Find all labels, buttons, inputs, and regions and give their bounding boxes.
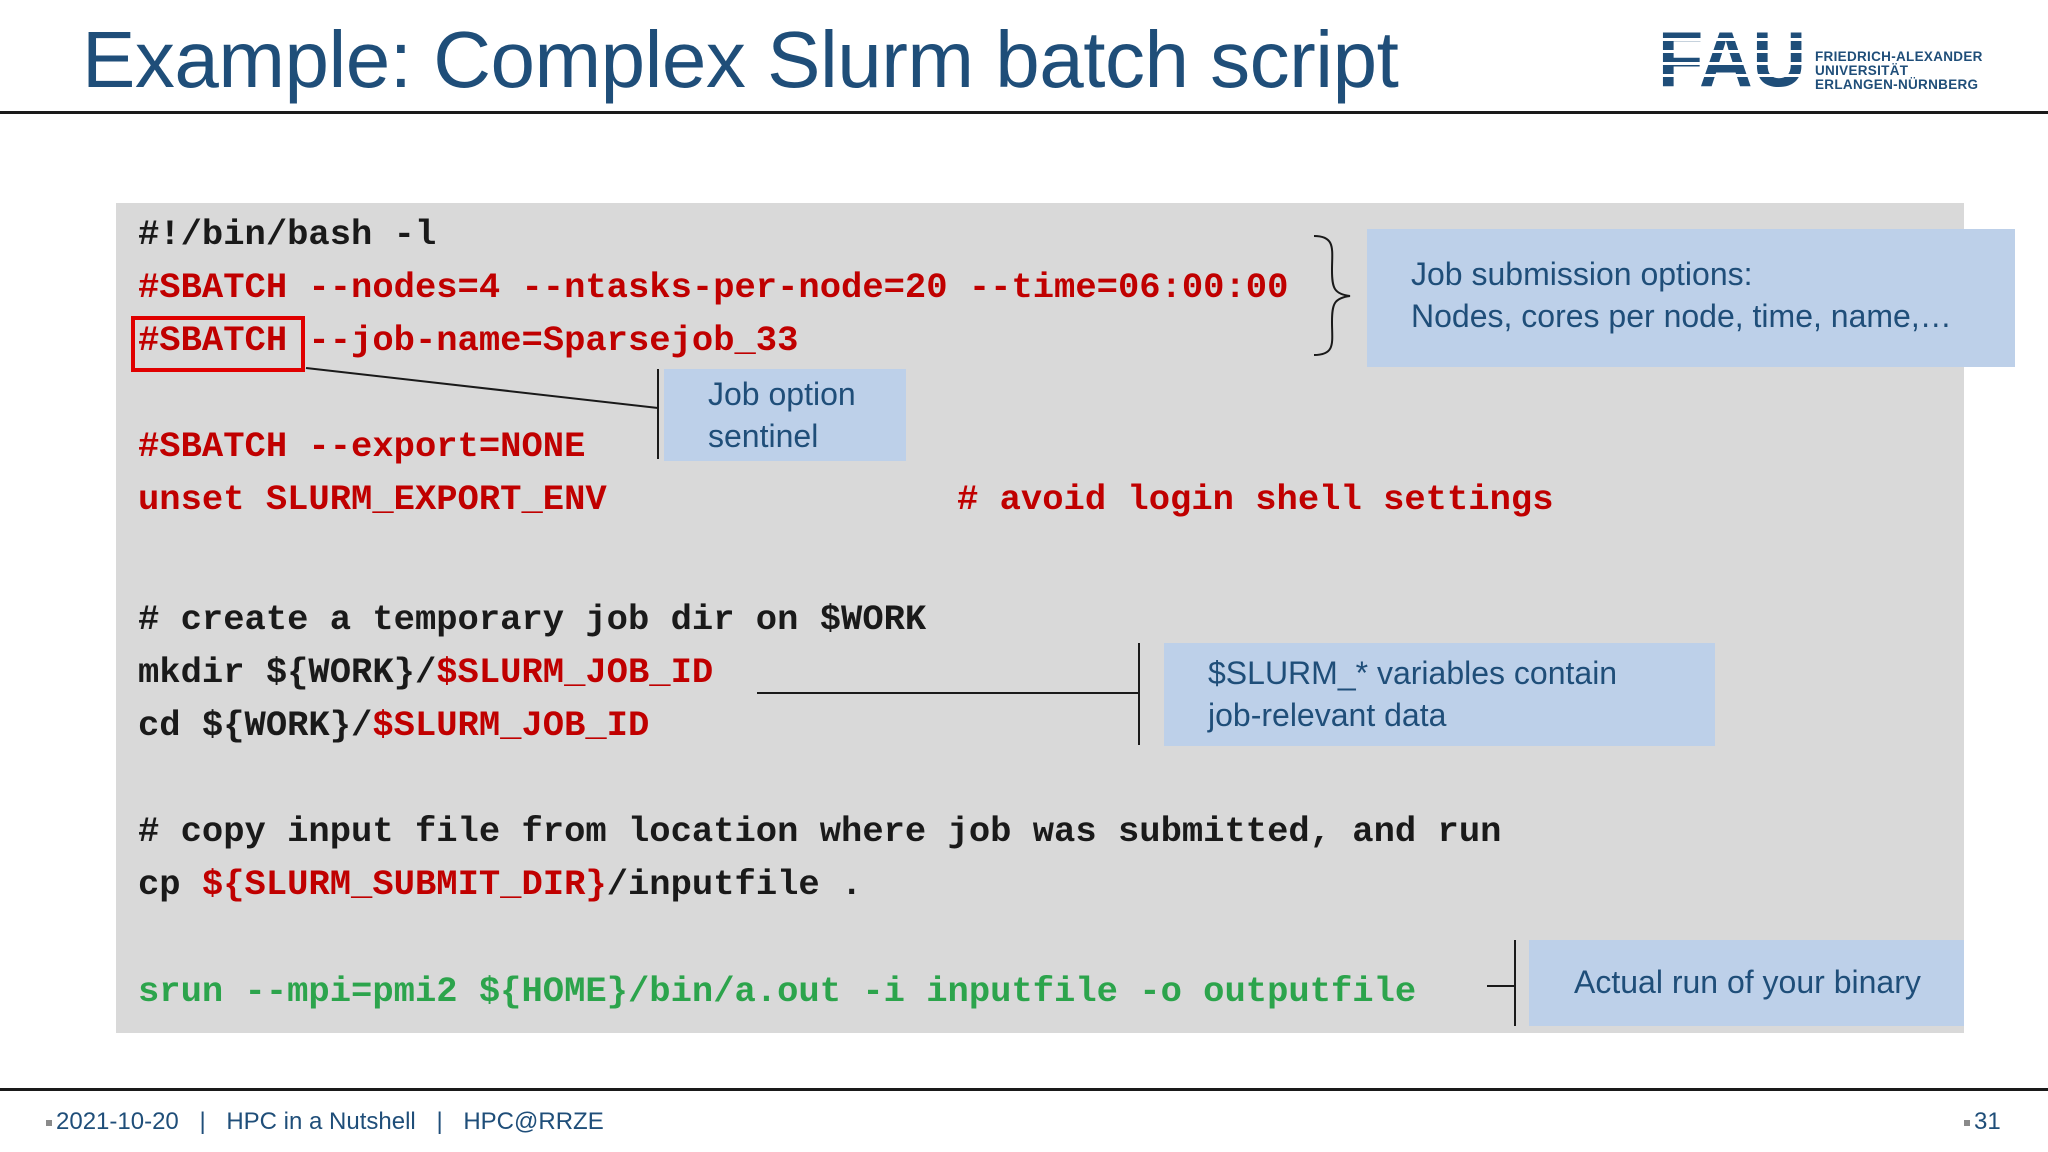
code-line-unset: unset SLURM_EXPORT_ENV [138, 479, 607, 520]
slide-title: Example: Complex Slurm batch script [82, 15, 1399, 104]
callout-submission-line-1: Job submission options: [1411, 256, 1753, 292]
code-line-sbatch-jobname: #SBATCH --job-name=Sparsejob_33 [138, 320, 799, 361]
footer-info: 2021-10-20 | HPC in a Nutshell | HPC@RRZ… [46, 1108, 604, 1136]
cp-command: cp [138, 864, 202, 905]
footer-page: 31 [1964, 1108, 2001, 1136]
footer-divider [0, 1088, 2048, 1091]
footer-org: HPC@RRZE [463, 1108, 604, 1135]
header-divider [0, 111, 2048, 114]
code-line-shebang: #!/bin/bash -l [138, 214, 437, 255]
footer-separator-2: | [436, 1108, 443, 1135]
page-number: 31 [1974, 1108, 2001, 1135]
code-line-cp: cp ${SLURM_SUBMIT_DIR}/inputfile . [138, 865, 862, 905]
callout-job-option-sentinel: Job option sentinel [664, 369, 906, 461]
cp-submit-dir: ${SLURM_SUBMIT_DIR} [201, 864, 607, 905]
code-comment-login-shell: # avoid login shell settings [957, 479, 1554, 520]
code-line-mkdir: mkdir ${WORK}/$SLURM_JOB_ID [138, 653, 713, 693]
mkdir-command: mkdir ${WORK}/ [138, 652, 437, 693]
fau-logo: FAU FRIEDRICH-ALEXANDER UNIVERSITÄT ERLA… [1658, 26, 1982, 92]
logo-text-line-1: FRIEDRICH-ALEXANDER [1815, 49, 1983, 64]
sentinel-highlight-box [131, 316, 305, 372]
code-line-cd: cd ${WORK}/$SLURM_JOB_ID [138, 706, 649, 746]
footer-date: 2021-10-20 [56, 1108, 179, 1135]
callout-job-submission-options: Job submission options: Nodes, cores per… [1367, 229, 2015, 367]
callout-actual-run: Actual run of your binary [1529, 940, 1964, 1026]
callout-sentinel-line-2: sentinel [708, 418, 819, 454]
footer-separator-1: | [199, 1108, 206, 1135]
code-line-sbatch-nodes: #SBATCH --nodes=4 --ntasks-per-node=20 -… [138, 267, 1289, 308]
cp-target: /inputfile . [606, 864, 863, 905]
callout-slurm-line-2: job-relevant data [1208, 697, 1447, 733]
callout-slurm-variables: $SLURM_* variables contain job-relevant … [1164, 643, 1715, 746]
cd-slurm-job-id: $SLURM_JOB_ID [372, 705, 650, 746]
logo-text-line-2: UNIVERSITÄT [1815, 63, 1909, 78]
logo-text-line-3: ERLANGEN-NÜRNBERG [1815, 77, 1979, 92]
cd-command: cd ${WORK}/ [138, 705, 373, 746]
code-line-sbatch-export: #SBATCH --export=NONE [138, 426, 586, 467]
footer-bullet-icon [46, 1119, 52, 1126]
fau-logo-letters: FAU [1658, 26, 1806, 92]
code-comment-copy-input: # copy input file from location where jo… [138, 811, 1502, 852]
page-bullet-icon [1964, 1119, 1970, 1126]
code-comment-create-dir: # create a temporary job dir on $WORK [138, 599, 927, 640]
fau-logo-mark: FAU [1658, 26, 1808, 92]
callout-binary-line-1: Actual run of your binary [1574, 964, 1921, 1000]
mkdir-slurm-job-id: $SLURM_JOB_ID [436, 652, 714, 693]
callout-sentinel-line-1: Job option [708, 376, 856, 412]
footer-course: HPC in a Nutshell [226, 1108, 416, 1135]
callout-slurm-line-1: $SLURM_* variables contain [1208, 655, 1618, 691]
callout-submission-line-2: Nodes, cores per node, time, name,… [1411, 298, 1952, 334]
code-line-srun: srun --mpi=pmi2 ${HOME}/bin/a.out -i inp… [138, 971, 1417, 1012]
